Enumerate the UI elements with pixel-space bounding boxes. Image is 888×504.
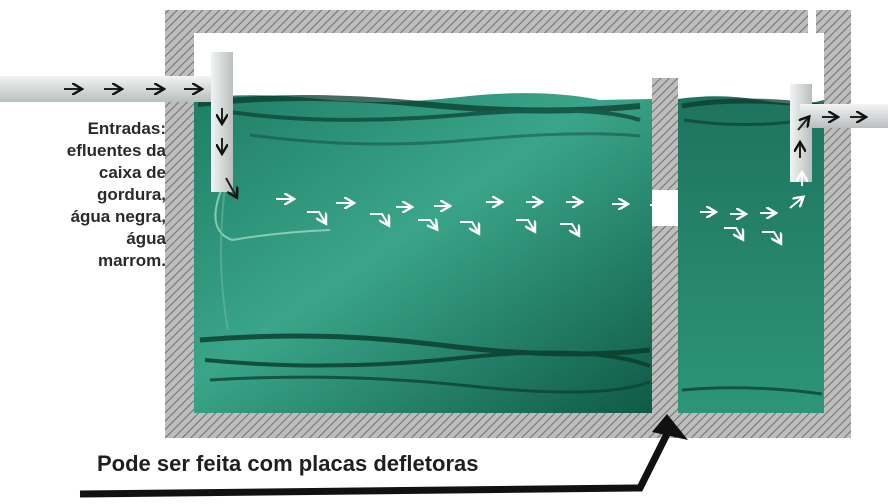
flow-arrow-icon (370, 213, 388, 224)
flow-arrow-icon (789, 198, 802, 209)
sludge-layer (199, 333, 823, 396)
inlet-stream (214, 187, 331, 242)
flow-arrow-icon (225, 177, 236, 196)
inlet-streak (219, 179, 229, 331)
inlet-label: Entradas: efluentes da caixa de gordura,… (66, 119, 166, 270)
water-chamber-1 (194, 93, 652, 414)
inlet-flow-arrows (64, 89, 236, 196)
outlet-pipe (790, 84, 888, 182)
baffle-wall (652, 78, 678, 413)
flow-arrow-icon (560, 223, 578, 234)
flow-arrow-icon (797, 118, 808, 131)
outlet-flow-arrows (798, 117, 864, 158)
flow-arrow-icon (460, 221, 478, 232)
water-flow-arrows (276, 174, 802, 242)
water-chamber-2 (678, 96, 824, 413)
flow-arrow-icon (418, 220, 436, 228)
flow-arrow-icon (516, 219, 534, 230)
flow-arrow-icon (724, 227, 742, 238)
flow-arrow-icon (762, 231, 780, 242)
flow-arrow-icon (307, 211, 325, 222)
pointer-arrow-icon (79, 414, 688, 498)
caption-text: Pode ser feita com placas defletoras (97, 451, 479, 476)
